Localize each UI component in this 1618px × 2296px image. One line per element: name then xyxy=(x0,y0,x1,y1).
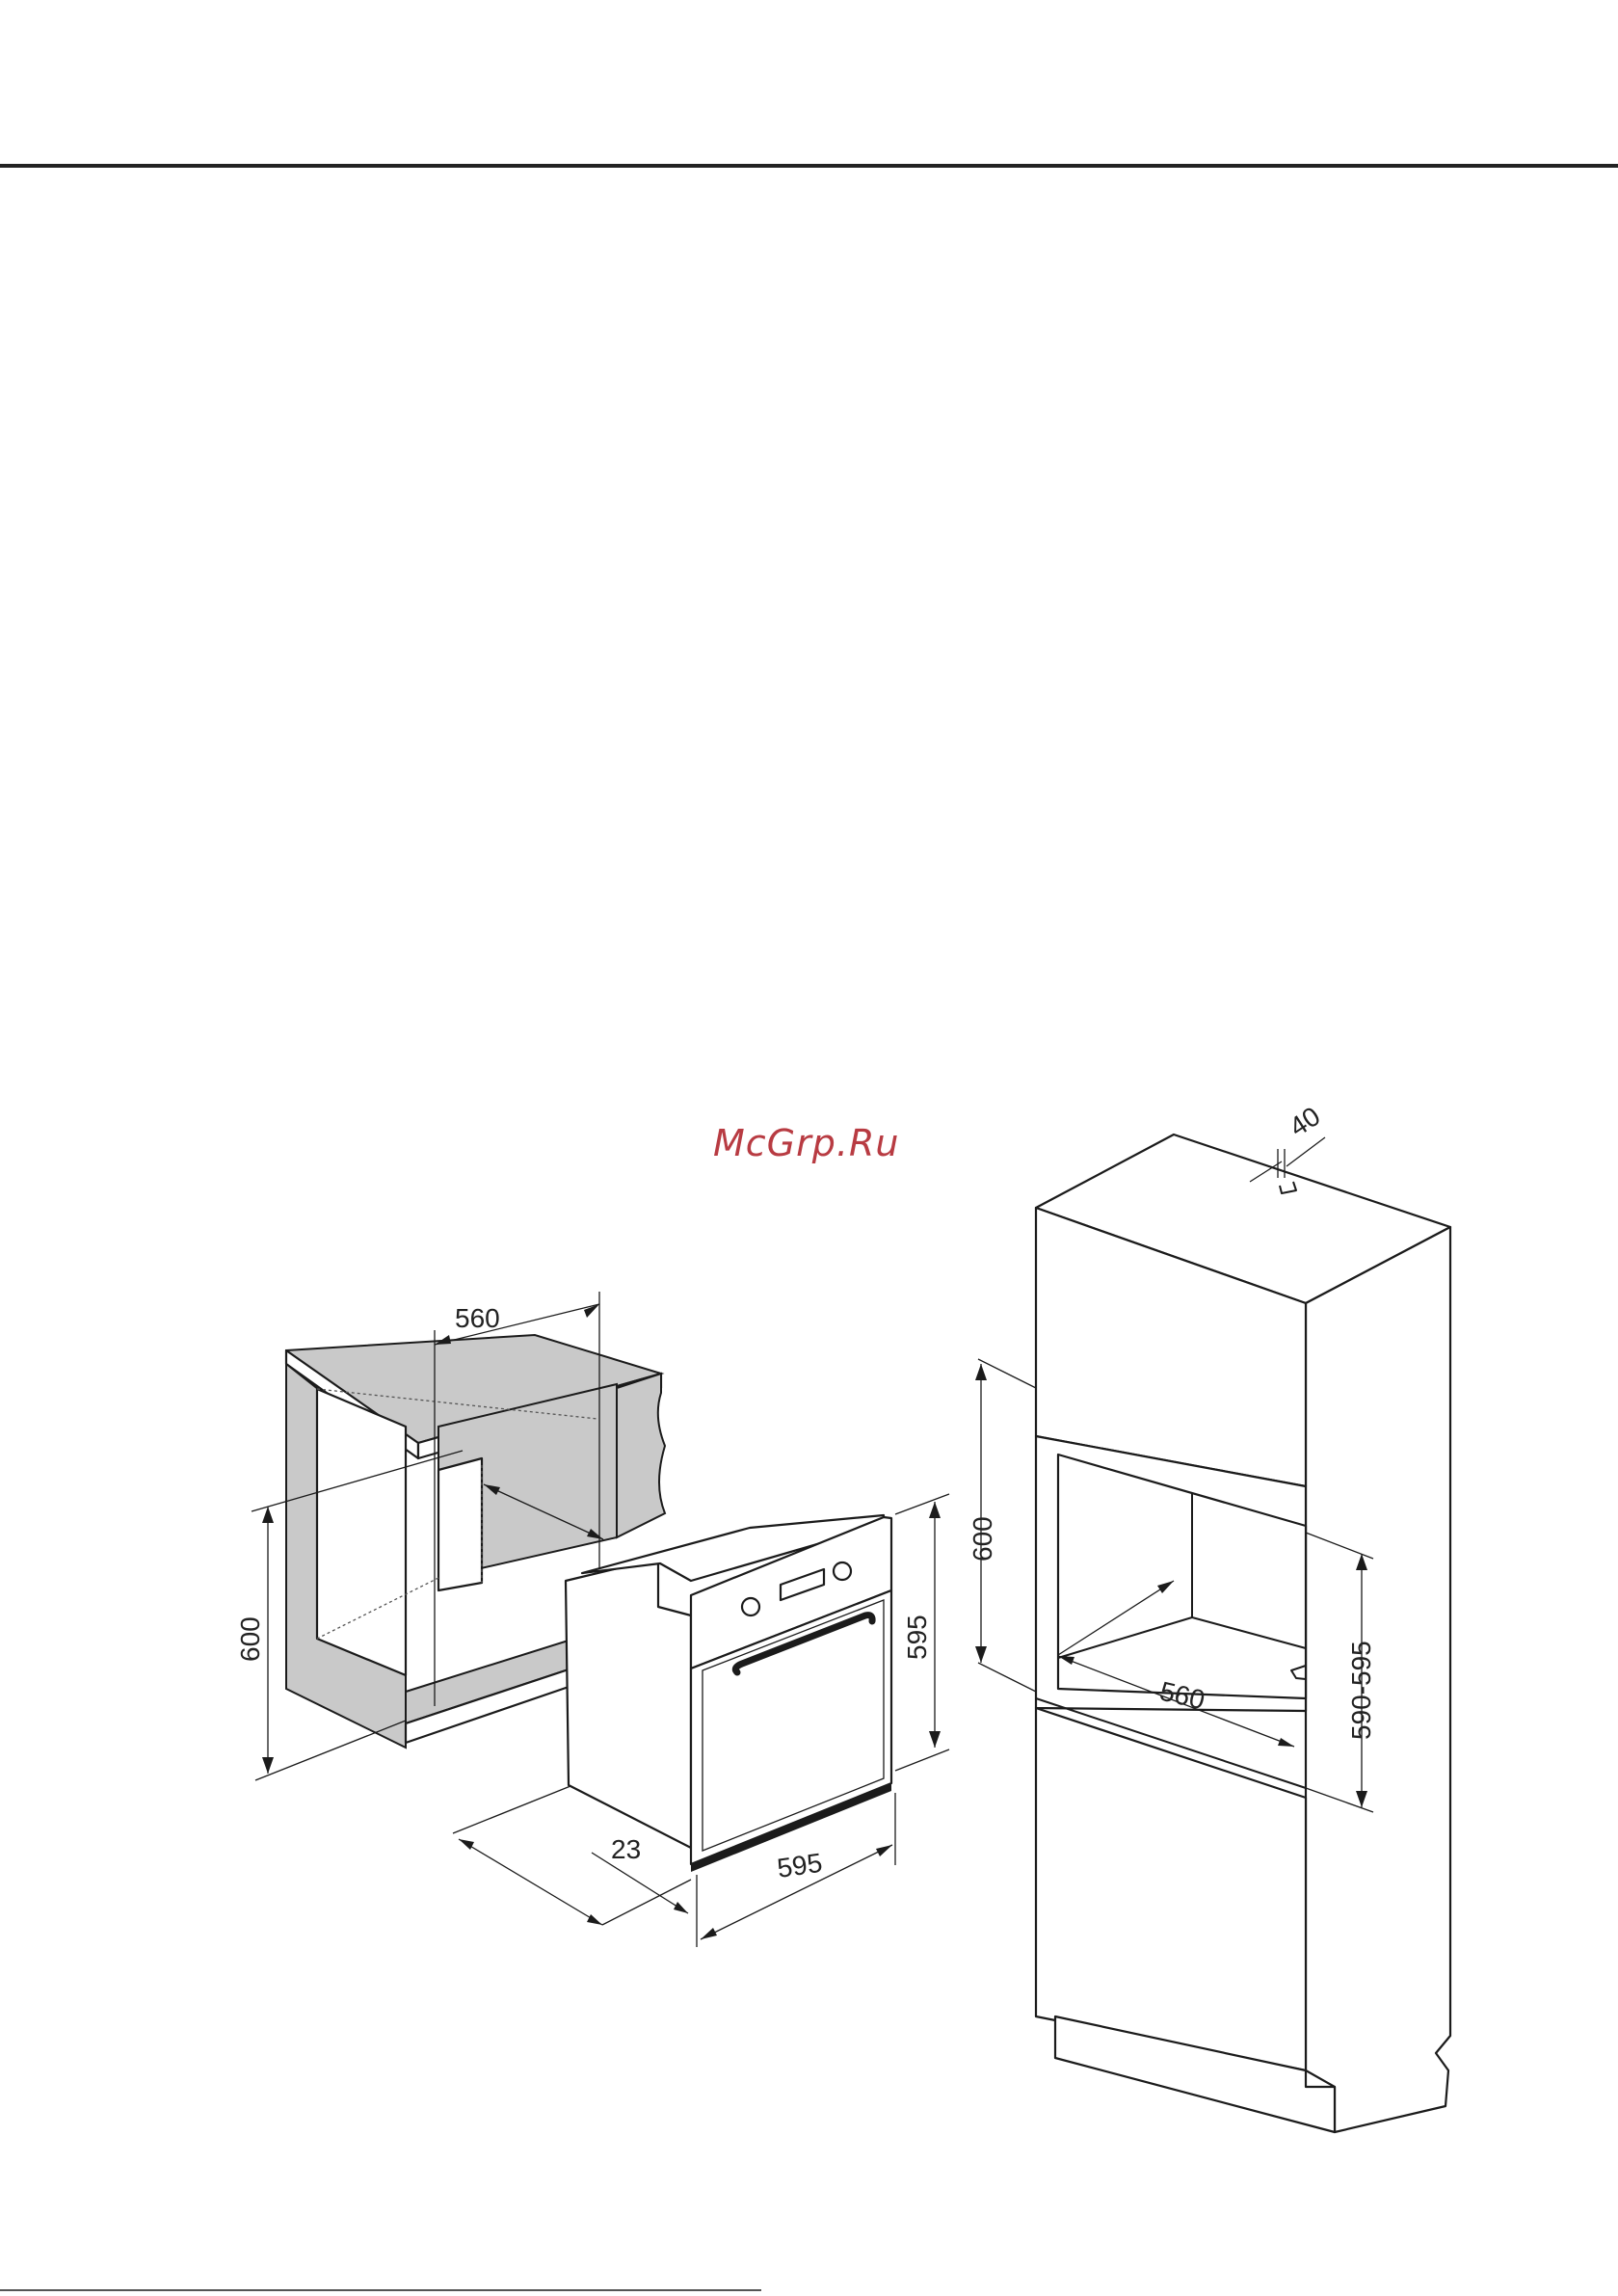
tall-cabinet xyxy=(1036,1135,1450,2132)
dim-label-left-width: 560 xyxy=(455,1303,500,1333)
oven xyxy=(566,1515,891,1872)
dim-label-tall-height: 600 xyxy=(968,1516,997,1562)
dim-label-left-height: 600 xyxy=(235,1616,265,1662)
dim-oven-595-vertical: 595 xyxy=(895,1494,949,1771)
dim-label-oven-front-depth: 23 xyxy=(611,1834,641,1864)
watermark-text: McGrp.Ru xyxy=(713,1122,899,1164)
dim-label-tall-gap: 40 xyxy=(1284,1101,1325,1142)
dim-label-tall-opening: 590-595 xyxy=(1346,1641,1376,1740)
dim-label-oven-width: 595 xyxy=(776,1848,825,1883)
footer-rule xyxy=(0,2289,761,2291)
dim-tall-600: 600 xyxy=(968,1359,1036,1692)
dim-label-oven-height: 595 xyxy=(902,1615,932,1660)
